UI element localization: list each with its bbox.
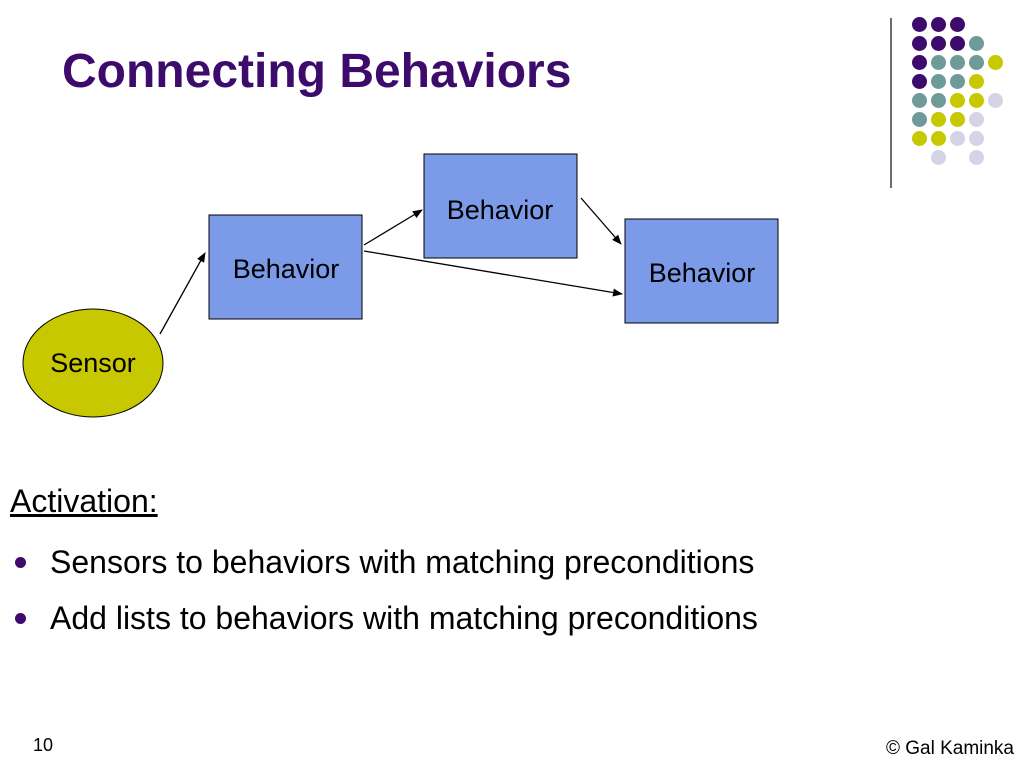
behavior-left-label: Behavior <box>233 254 340 284</box>
slide-title: Connecting Behaviors <box>62 45 572 98</box>
decor-dot <box>912 17 927 32</box>
decor-dot <box>950 93 965 108</box>
decor-dot <box>988 55 1003 70</box>
behavior-node-top <box>423 153 578 259</box>
decor-dot <box>912 36 927 51</box>
decor-dot <box>969 36 984 51</box>
decor-dot <box>969 112 984 127</box>
bullet-dot-icon <box>15 613 26 624</box>
behavior-top-label: Behavior <box>447 195 554 225</box>
decor-dot <box>931 55 946 70</box>
decor-dot <box>969 74 984 89</box>
behavior-node-right <box>624 218 779 324</box>
bullet-item: Sensors to behaviors with matching preco… <box>0 540 758 596</box>
bullet-dot-icon <box>15 557 26 568</box>
decor-dot <box>969 55 984 70</box>
slide-number: 10 <box>33 735 54 755</box>
activation-heading: Activation: <box>10 483 158 519</box>
decor-dot <box>931 17 946 32</box>
decor-dot <box>931 36 946 51</box>
decor-dot <box>969 150 984 165</box>
header-divider-line <box>890 18 892 188</box>
decor-dot <box>950 131 965 146</box>
behavior-right-label: Behavior <box>649 258 756 288</box>
sensor-node <box>22 308 164 418</box>
sensor-label: Sensor <box>50 348 136 378</box>
arrow-behavior-top-to-behavior-right <box>580 197 622 245</box>
bullet-list: Sensors to behaviors with matching preco… <box>0 540 758 652</box>
decor-dot <box>931 74 946 89</box>
decor-dot <box>912 74 927 89</box>
decor-dot <box>912 55 927 70</box>
decor-dot <box>950 112 965 127</box>
decor-dot <box>969 93 984 108</box>
bullet-text: Sensors to behaviors with matching preco… <box>50 544 755 580</box>
decor-dot <box>950 17 965 32</box>
decor-dot <box>931 131 946 146</box>
decor-dot <box>931 112 946 127</box>
decor-dot <box>950 74 965 89</box>
arrow-sensor-to-behavior-left <box>159 252 206 335</box>
decor-dot <box>931 150 946 165</box>
bullet-item: Add lists to behaviors with matching pre… <box>0 596 758 652</box>
decor-dot <box>969 131 984 146</box>
decor-dot <box>912 93 927 108</box>
decor-dot <box>950 55 965 70</box>
arrow-behavior-left-to-behavior-top <box>363 209 423 246</box>
decor-dot <box>950 36 965 51</box>
arrow-behavior-left-to-behavior-right <box>363 250 623 297</box>
copyright-notice: © Gal Kaminka <box>885 738 1014 759</box>
bullet-text: Add lists to behaviors with matching pre… <box>50 600 758 636</box>
decor-dot <box>912 131 927 146</box>
behavior-node-left <box>208 214 363 320</box>
decor-dot <box>988 93 1003 108</box>
decor-dot <box>931 93 946 108</box>
decor-dot <box>912 112 927 127</box>
behavior-network-diagram: Sensor Behavior Behavior Behavior <box>22 153 779 418</box>
